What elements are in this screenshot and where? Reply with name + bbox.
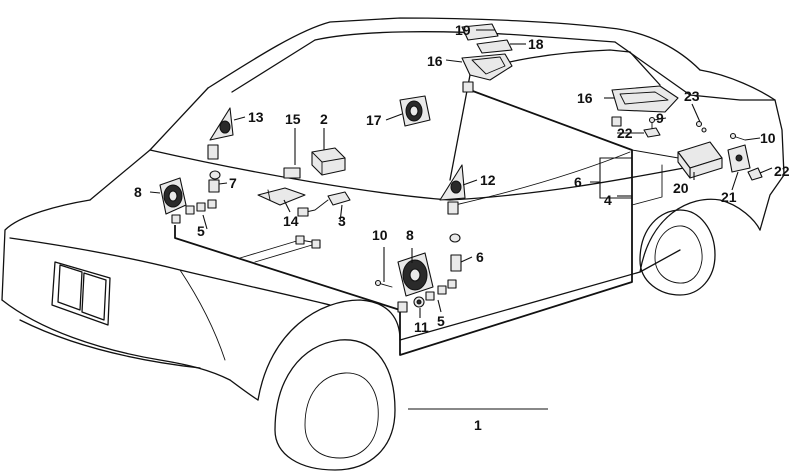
label-21: 21: [721, 189, 737, 205]
label-8-left: 8: [134, 184, 142, 200]
label-7: 7: [229, 175, 237, 191]
wiring-harness: [174, 82, 691, 356]
part-22-clip-rear[interactable]: [747, 167, 763, 181]
label-2: 2: [320, 111, 328, 127]
part-2-amplifier-box[interactable]: [311, 147, 346, 176]
label-12: 12: [480, 172, 496, 188]
part-5-connectors-right[interactable]: [425, 279, 457, 301]
part-19-cover-grille[interactable]: [461, 23, 499, 41]
part-8-door-speaker-front[interactable]: [159, 177, 187, 215]
car-body-outline: [1, 17, 785, 471]
label-10-front: 10: [372, 227, 388, 243]
part-20-amplifier[interactable]: [677, 141, 723, 179]
label-16-rear: 16: [577, 90, 593, 106]
connector-rear-shelf: [611, 116, 622, 127]
label-15: 15: [285, 111, 301, 127]
label-4: 4: [604, 192, 612, 208]
label-5-right: 5: [437, 313, 445, 329]
label-19: 19: [455, 22, 471, 38]
label-9: 9: [656, 110, 664, 126]
part-6-filter-door[interactable]: [449, 233, 462, 272]
label-20: 20: [673, 180, 689, 196]
label-6-harness: 6: [574, 174, 582, 190]
label-10-rear: 10: [760, 130, 776, 146]
part-21-bracket[interactable]: [727, 144, 751, 173]
connectors-middle: [295, 235, 321, 249]
label-16-upper: 16: [427, 53, 443, 69]
part-18-cover-grille[interactable]: [476, 39, 513, 54]
connector-roof: [462, 81, 474, 93]
label-23: 23: [684, 88, 700, 104]
leader-lines: [149, 29, 773, 410]
label-18: 18: [528, 36, 544, 52]
part-23-screw[interactable]: [695, 120, 707, 133]
part-16-center-speaker[interactable]: [461, 53, 513, 81]
part-22-clip-upper[interactable]: [643, 127, 661, 138]
label-17: 17: [366, 112, 382, 128]
label-13: 13: [248, 109, 264, 125]
label-3: 3: [338, 213, 346, 229]
connector-door-front: [397, 301, 408, 313]
label-6-door: 6: [476, 249, 484, 265]
label-11: 11: [414, 319, 429, 335]
label-14: 14: [283, 213, 299, 229]
part-7-filter[interactable]: [208, 170, 221, 193]
part-15-connector[interactable]: [283, 167, 301, 179]
label-8-door: 8: [406, 227, 414, 243]
part-13-tweeter[interactable]: [207, 107, 234, 160]
part-5-connectors-left[interactable]: [171, 199, 217, 224]
label-22-upper: 22: [617, 125, 633, 141]
part-labels: 19 18 16 17 13 15 2 8 7 14 3 5 12 10 8 6…: [134, 22, 790, 433]
label-5-left: 5: [197, 223, 205, 239]
label-1: 1: [474, 417, 482, 433]
part-14-bracket[interactable]: [257, 187, 306, 206]
part-10-screw-front[interactable]: [374, 279, 393, 288]
part-11-grommet[interactable]: [413, 296, 425, 308]
part-17-speaker[interactable]: [399, 95, 431, 127]
part-16-rear-shelf-speaker[interactable]: [611, 85, 679, 113]
part-10-screw-rear[interactable]: [729, 132, 746, 141]
part-3-plug[interactable]: [297, 191, 351, 217]
part-12-tweeter[interactable]: [439, 164, 466, 215]
part-8-door-speaker-rear[interactable]: [397, 252, 434, 297]
label-22-rear: 22: [774, 163, 790, 179]
